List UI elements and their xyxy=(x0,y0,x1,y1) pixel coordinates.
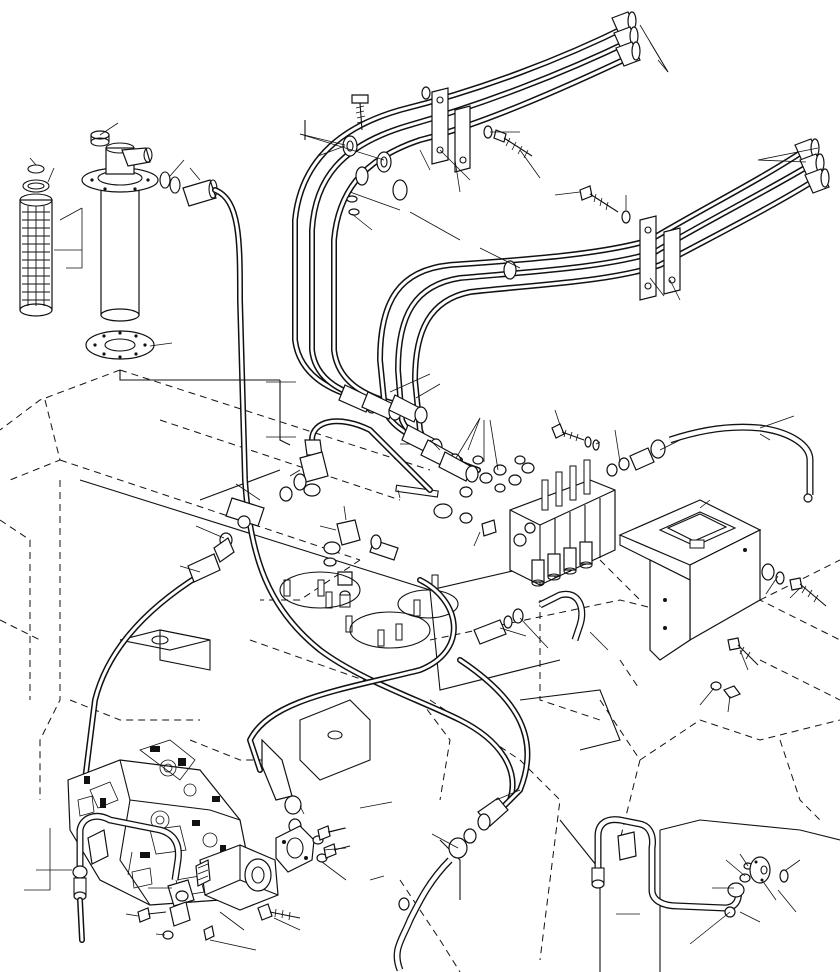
return-filter-assembly xyxy=(19,130,218,360)
connector-lines xyxy=(119,120,306,446)
hose-clamp-block-right xyxy=(639,215,681,301)
control-valve-block xyxy=(509,459,616,587)
filter-o-ring xyxy=(27,164,45,174)
p-clamps xyxy=(342,135,517,280)
hose-clamp-block-upper xyxy=(431,87,471,173)
center-tee-fittings xyxy=(213,418,433,608)
hose-bundle-right xyxy=(377,147,818,473)
pump-port-fittings xyxy=(137,879,301,941)
clamp-bolts xyxy=(346,86,631,224)
filter-housing xyxy=(81,142,159,322)
callout-leader-lines xyxy=(24,24,819,951)
valve-supply-pipe xyxy=(473,590,586,645)
hose-end-fittings-top xyxy=(611,11,830,194)
bracket-bolts xyxy=(710,563,827,699)
pump-supply-hose-left xyxy=(77,553,221,823)
pump-pressure-hose xyxy=(247,577,457,834)
valve-port-fittings xyxy=(395,455,535,537)
detail-inset xyxy=(591,816,840,972)
valve-mounting-bracket xyxy=(618,499,762,661)
valve-mount-bolt xyxy=(551,423,666,477)
filter-cap-nut xyxy=(90,130,110,147)
gear-pump xyxy=(195,844,279,911)
hose-bundle-upper xyxy=(292,22,637,408)
mounting-studs xyxy=(279,571,459,649)
lower-right-hose xyxy=(393,657,531,972)
pump-outlet-flange xyxy=(275,825,351,873)
pump-drain-pipe xyxy=(72,812,182,943)
filter-seal-ring xyxy=(22,179,50,193)
valve-return-pipe xyxy=(668,423,814,503)
filter-mount-gasket xyxy=(85,330,155,360)
filter-element xyxy=(19,193,53,317)
return-hose xyxy=(212,187,516,803)
filter-hose-clamps xyxy=(159,171,218,207)
